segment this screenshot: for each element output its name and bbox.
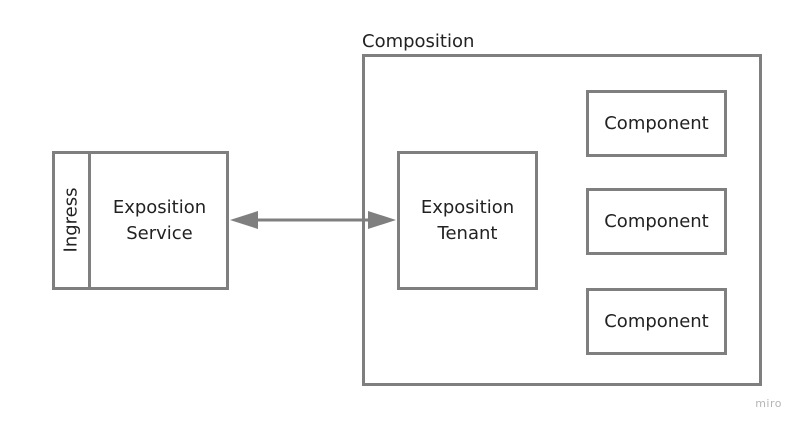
arrow-head-right bbox=[368, 211, 396, 229]
exposition-tenant-label: Exposition Tenant bbox=[420, 196, 515, 244]
component-label: Component bbox=[604, 210, 709, 232]
arrow-head-left bbox=[230, 211, 258, 229]
component-label: Component bbox=[604, 112, 709, 134]
exposition-service-label: Exposition Service bbox=[112, 196, 207, 244]
component-label: Component bbox=[604, 310, 709, 332]
composition-title: Composition bbox=[362, 31, 475, 52]
component-box bbox=[586, 90, 727, 157]
miro-watermark: miro bbox=[755, 397, 782, 410]
ingress-divider bbox=[88, 151, 91, 289]
exposition-service-box bbox=[52, 151, 229, 290]
exposition-tenant-box bbox=[397, 151, 538, 290]
component-box bbox=[586, 188, 727, 255]
component-box bbox=[586, 288, 727, 355]
